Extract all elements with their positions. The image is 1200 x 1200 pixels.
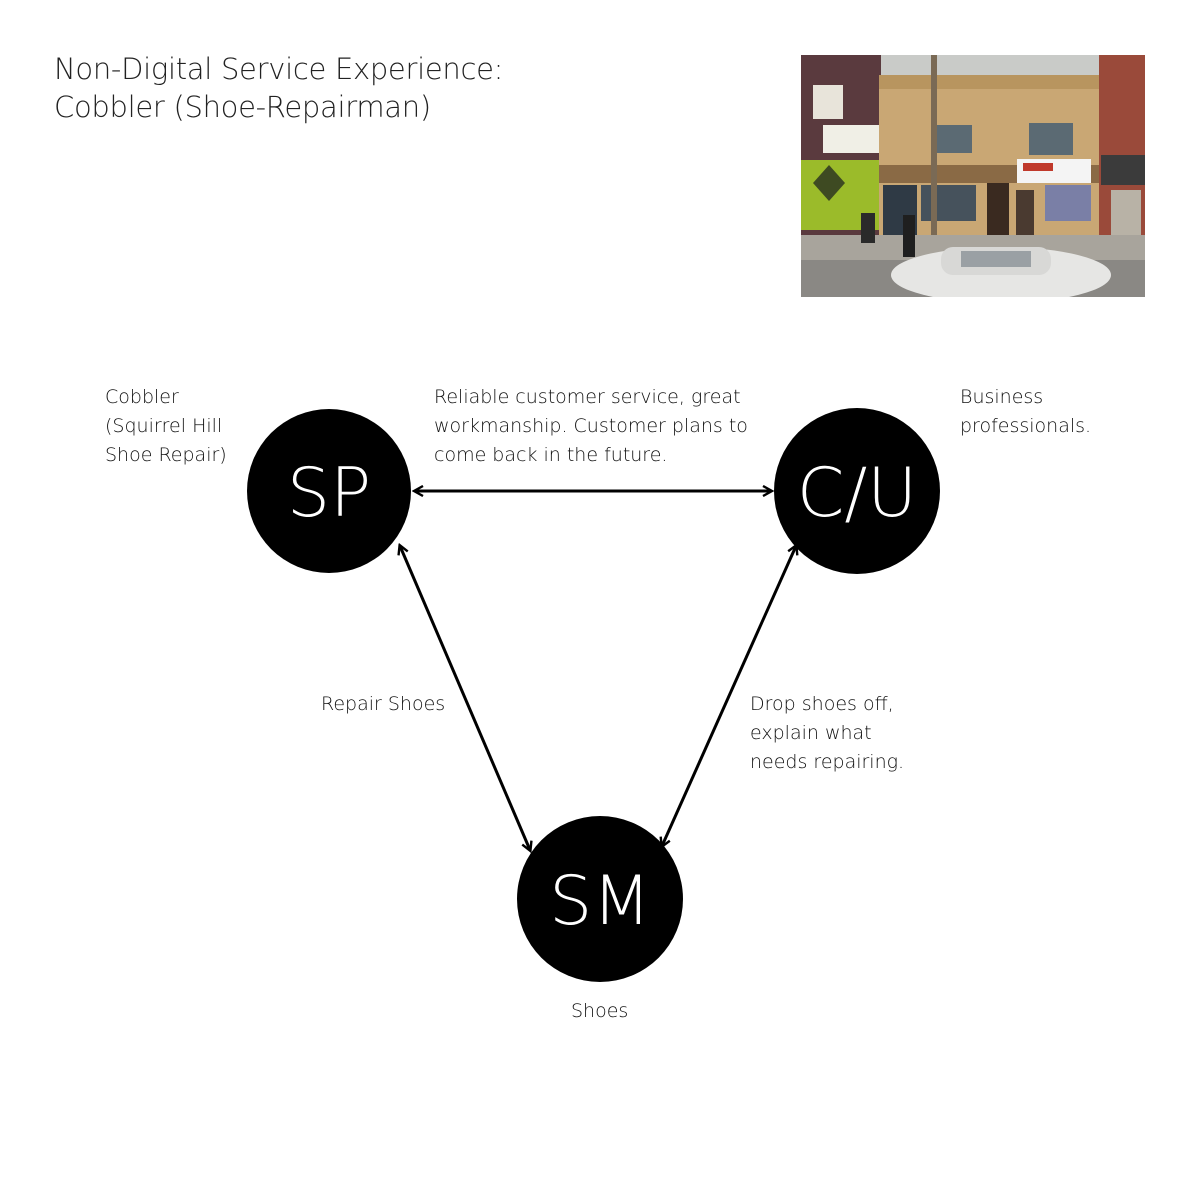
cu-description: Business professionals. xyxy=(960,383,1091,441)
cu-sm-relationship-text: Drop shoes off, explain what needs repai… xyxy=(750,690,904,777)
page-title: Non-Digital Service Experience: Cobbler … xyxy=(54,50,503,126)
sp-description-line: Shoe Repair) xyxy=(105,444,227,466)
sp-sm-relationship-text: Repair Shoes xyxy=(321,690,445,719)
sp-cu-relationship-line: workmanship. Customer plans to xyxy=(434,415,748,437)
sp-cu-relationship-line: Reliable customer service, great xyxy=(434,386,741,408)
storefront-photo xyxy=(801,55,1145,297)
sp-sm-relationship-line: Repair Shoes xyxy=(321,693,446,715)
node-sp: SP xyxy=(247,409,411,573)
node-sp-label: SP xyxy=(287,454,371,533)
title-line-1: Non-Digital Service Experience: xyxy=(54,52,504,86)
sm-description-line: Shoes xyxy=(571,1000,629,1022)
sp-description-line: (Squirrel Hill xyxy=(105,415,223,437)
cu-sm-relationship-line: needs repairing. xyxy=(750,751,905,773)
sp-description: Cobbler (Squirrel Hill Shoe Repair) xyxy=(105,383,227,470)
node-sm: SM xyxy=(517,816,683,982)
node-sm-label: SM xyxy=(549,862,651,941)
cu-sm-relationship-line: explain what xyxy=(750,722,872,744)
cu-description-line: professionals. xyxy=(960,415,1092,437)
sp-cu-relationship-text: Reliable customer service, great workman… xyxy=(434,383,748,470)
sp-description-line: Cobbler xyxy=(105,386,179,408)
sp-cu-relationship-line: come back in the future. xyxy=(434,444,668,466)
arrow-cu-sm xyxy=(662,546,796,846)
arrow-sp-sm xyxy=(400,546,530,850)
node-cu-label: C/U xyxy=(797,454,917,533)
cu-description-line: Business xyxy=(960,386,1044,408)
sm-description: Shoes xyxy=(571,997,628,1026)
title-line-2: Cobbler (Shoe-Repairman) xyxy=(54,90,431,124)
cu-sm-relationship-line: Drop shoes off, xyxy=(750,693,894,715)
node-cu: C/U xyxy=(774,408,940,574)
